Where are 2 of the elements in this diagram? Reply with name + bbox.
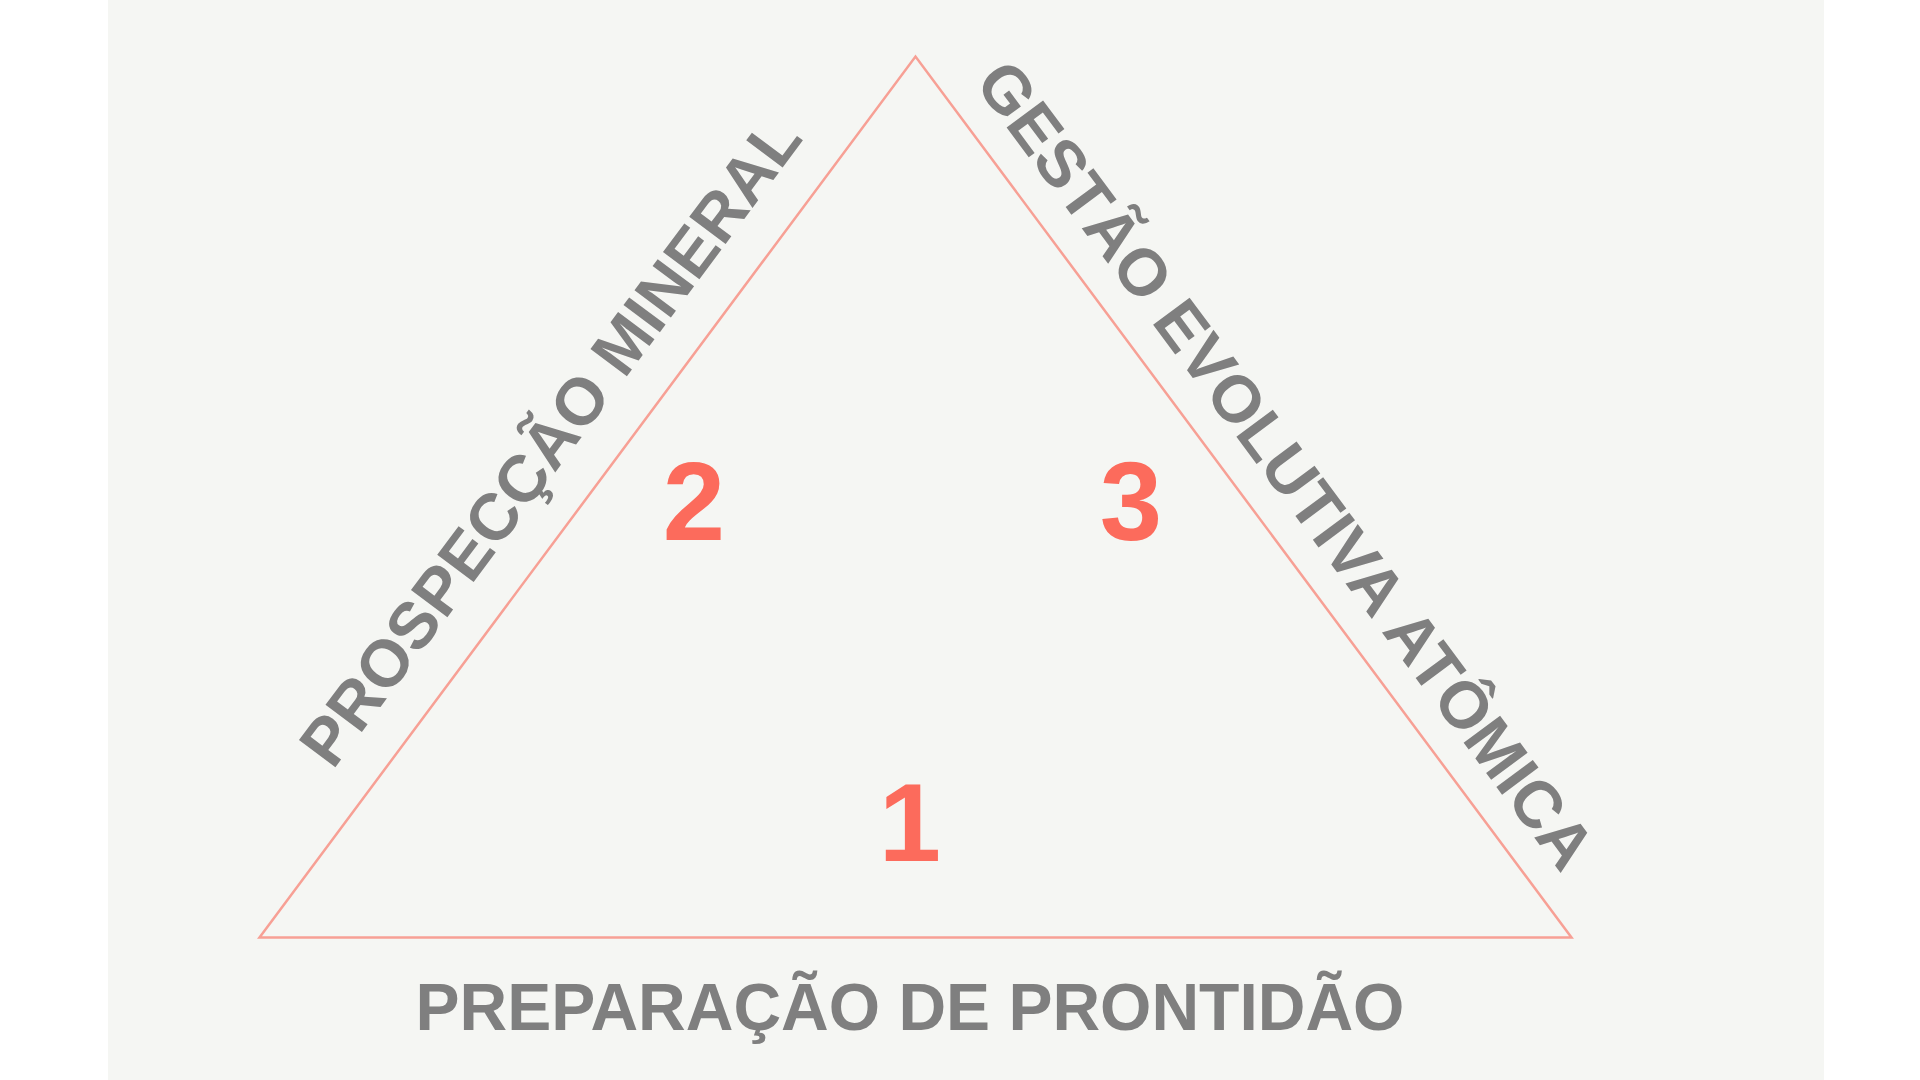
section-number: 1 — [878, 767, 942, 879]
section-number: 2 — [662, 446, 726, 558]
